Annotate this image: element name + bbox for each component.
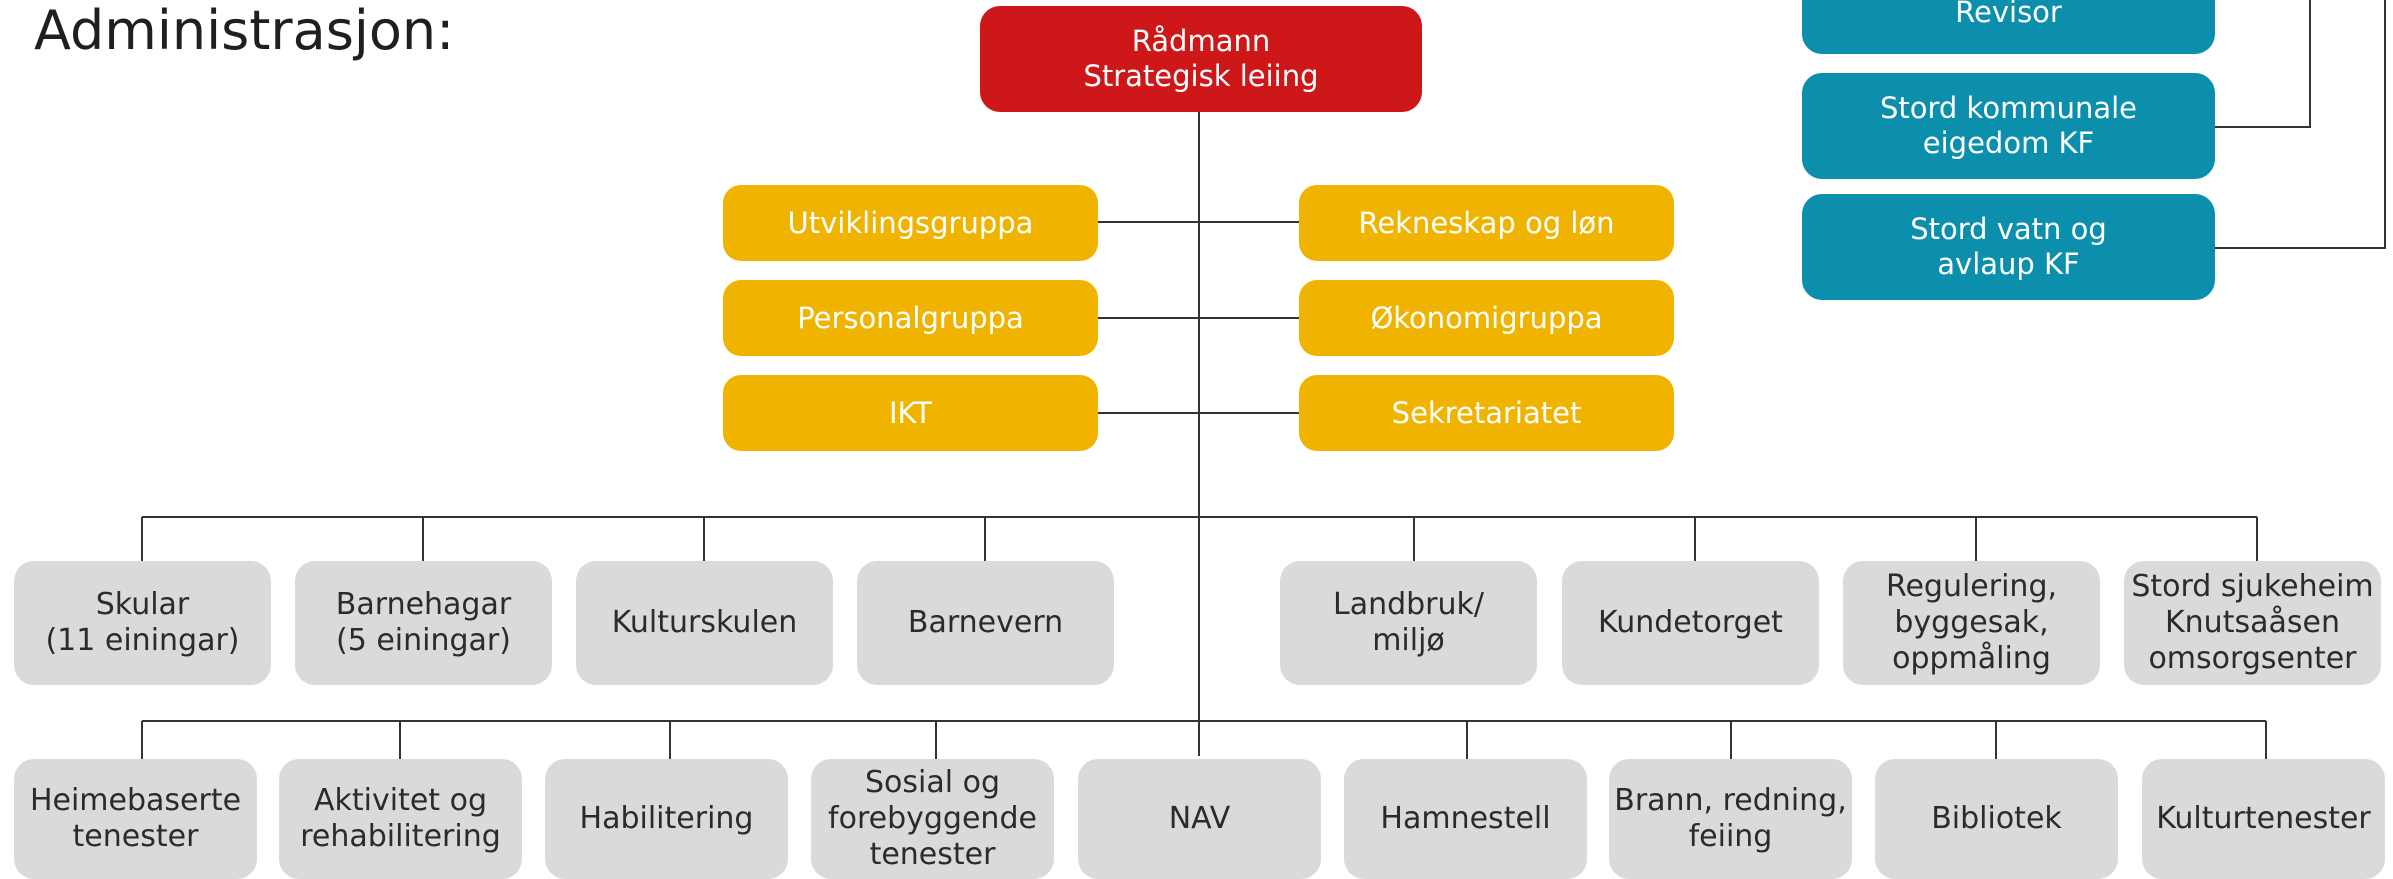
unit-label: Skular (11 einingar) [45,587,240,658]
external-label: Revisor [1955,0,2062,29]
unit-label: Hamnestell [1380,801,1551,836]
unit-label: Brann, redning, feiing [1614,783,1847,854]
external-box-vatn: Stord vatn og avlaup KF [1802,194,2215,300]
staff-label: Personalgruppa [797,300,1024,335]
external-box-eigedom: Stord kommunale eigedom KF [1802,73,2215,179]
page-title: Administrasjon: [34,0,455,62]
unit-box-skular: Skular (11 einingar) [14,561,271,685]
unit-box-barnehagar: Barnehagar (5 einingar) [295,561,552,685]
unit-box-hamnestell: Hamnestell [1344,759,1587,879]
unit-box-bibliotek: Bibliotek [1875,759,2118,879]
external-label: Stord kommunale eigedom KF [1880,91,2137,160]
unit-label: Habilitering [579,801,754,836]
unit-label: Stord sjukeheim Knutsaåsen omsorgsenter [2131,569,2374,676]
staff-label: Utviklingsgruppa [787,205,1034,240]
unit-label: Kundetorget [1598,605,1783,640]
staff-label: Rekneskap og løn [1358,205,1615,240]
staff-box-okonomigruppa: Økonomigruppa [1299,280,1674,356]
unit-box-sjukeheim: Stord sjukeheim Knutsaåsen omsorgsenter [2124,561,2381,685]
unit-box-regulering: Regulering, byggesak, oppmåling [1843,561,2100,685]
unit-box-nav: NAV [1078,759,1321,879]
unit-label: Kulturtenester [2156,801,2371,836]
radmann-box: Rådmann Strategisk leiing [980,6,1422,112]
unit-box-sosial: Sosial og forebyggende tenester [811,759,1054,879]
unit-label: Landbruk/ miljø [1332,587,1485,658]
staff-box-rekneskap: Rekneskap og løn [1299,185,1674,261]
unit-box-landbruk: Landbruk/ miljø [1280,561,1537,685]
unit-label: Barnevern [907,605,1064,640]
unit-label: Regulering, byggesak, oppmåling [1885,569,2058,676]
unit-label: Barnehagar (5 einingar) [335,587,512,658]
unit-label: Sosial og forebyggende tenester [828,765,1037,872]
staff-box-ikt: IKT [723,375,1098,451]
unit-box-heimebaserte: Heimebaserte tenester [14,759,257,879]
radmann-label: Rådmann Strategisk leiing [1083,24,1319,93]
unit-box-kulturskulen: Kulturskulen [576,561,833,685]
unit-label: Kulturskulen [611,605,798,640]
staff-label: IKT [888,395,933,430]
unit-label: NAV [1168,801,1231,836]
staff-label: Sekretariatet [1391,395,1582,430]
unit-box-brann: Brann, redning, feiing [1609,759,1852,879]
unit-box-aktivitet: Aktivitet og rehabilitering [279,759,522,879]
external-box-revisor: Revisor [1802,0,2215,54]
external-label: Stord vatn og avlaup KF [1910,212,2107,281]
staff-label: Økonomigruppa [1370,300,1603,335]
unit-label: Bibliotek [1931,801,2062,836]
staff-box-personalgruppa: Personalgruppa [723,280,1098,356]
unit-box-kundetorget: Kundetorget [1562,561,1819,685]
unit-label: Aktivitet og rehabilitering [300,783,501,854]
staff-box-utviklingsgruppa: Utviklingsgruppa [723,185,1098,261]
unit-box-barnevern: Barnevern [857,561,1114,685]
staff-box-sekretariatet: Sekretariatet [1299,375,1674,451]
unit-box-kulturtenester: Kulturtenester [2142,759,2385,879]
unit-box-habilitering: Habilitering [545,759,788,879]
external-connector-2 [2215,0,2386,249]
unit-label: Heimebaserte tenester [29,783,242,854]
external-connector-1 [2215,0,2311,128]
